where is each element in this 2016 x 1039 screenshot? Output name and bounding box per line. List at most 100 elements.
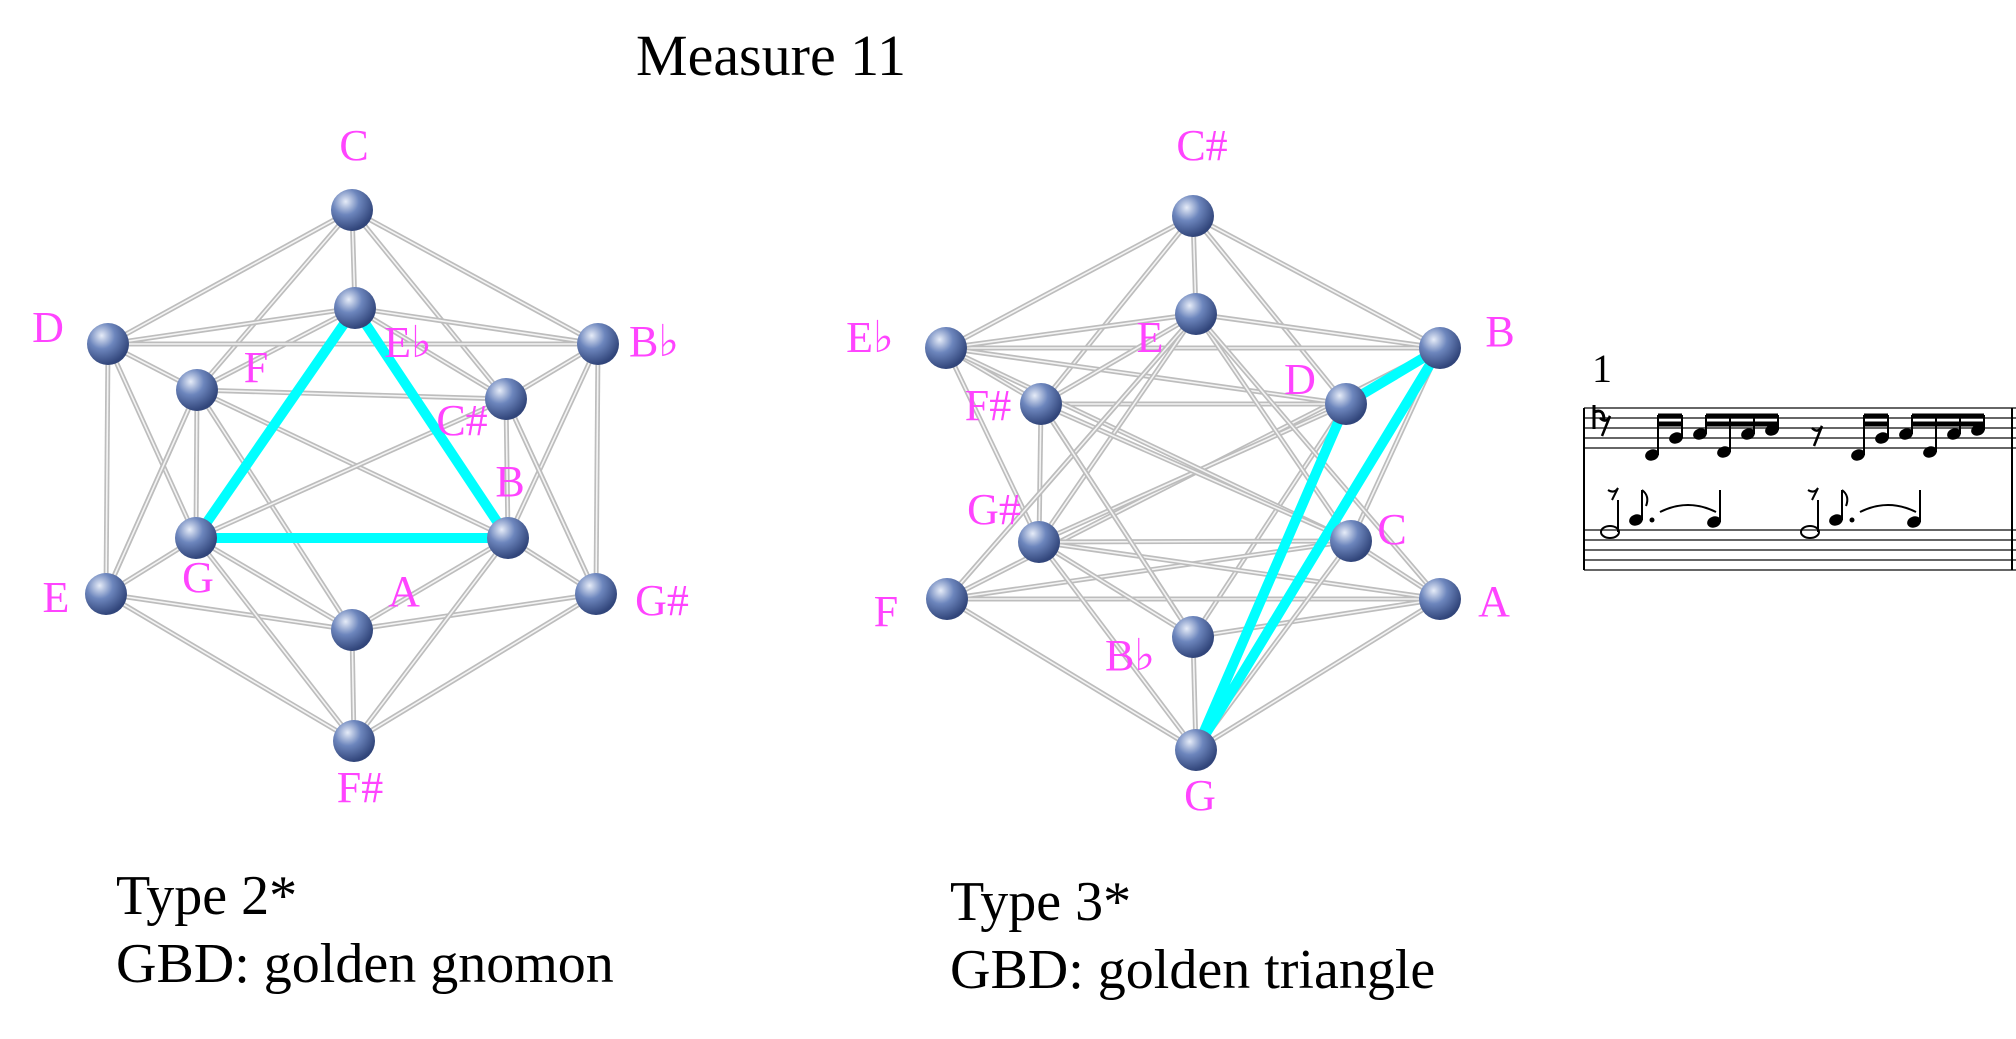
edge-core: [354, 307, 599, 345]
vertex-node: [1020, 383, 1062, 425]
edge-core: [507, 343, 599, 539]
edge-core: [1038, 403, 1042, 543]
edge-core: [946, 598, 1197, 751]
edge-core: [105, 343, 109, 595]
edge-core: [1038, 541, 1197, 751]
vertex-label: E: [1137, 313, 1164, 362]
edge-core: [107, 209, 353, 345]
caption-gbd: GBD: golden triangle: [950, 939, 1436, 1001]
note-head: [1947, 428, 1961, 440]
vertex-label: F#: [337, 763, 383, 812]
note-head: [1741, 428, 1755, 440]
sixteenth-rest: [1807, 487, 1819, 501]
edge-core: [195, 537, 355, 742]
eighth-rest: [1599, 415, 1612, 437]
vertices: [925, 195, 1461, 771]
edge-core: [505, 398, 597, 595]
edge-core: [195, 537, 353, 631]
vertex-label: F: [874, 587, 898, 636]
edge-core: [195, 398, 507, 539]
eighth-rest: [1811, 425, 1824, 447]
vertex-node: [487, 517, 529, 559]
edge-core: [351, 209, 507, 400]
note-head: [1669, 432, 1683, 444]
edge-core: [1040, 313, 1197, 405]
edge-core: [105, 593, 353, 631]
vertex-label: A: [388, 567, 420, 616]
edge-core: [105, 389, 198, 595]
edges: [943, 213, 1443, 753]
vertex-label: B: [1485, 307, 1514, 356]
vertex-node: [333, 720, 375, 762]
vertex-node: [1325, 383, 1367, 425]
edge-core: [1038, 313, 1197, 543]
edge-core: [107, 307, 356, 345]
vertex-label: E: [43, 573, 70, 622]
edge-core: [1192, 215, 1347, 405]
half-note: [1800, 525, 1820, 539]
vertex-node: [175, 517, 217, 559]
note-head: [1923, 446, 1937, 458]
edge-core: [107, 343, 197, 539]
vertex-node: [1175, 729, 1217, 771]
vertices: [85, 189, 619, 762]
edge-core: [945, 215, 1194, 349]
caption-type-2: Type 2* GBD: golden gnomon: [116, 862, 614, 998]
vertex-label: F: [244, 343, 268, 392]
edge-core: [351, 209, 599, 345]
note-head: [1899, 428, 1913, 440]
edge-core: [353, 593, 597, 742]
vertex-label: D: [1284, 355, 1316, 404]
edge-core: [505, 398, 509, 539]
vertex-label: C#: [1176, 121, 1227, 170]
vertex-label: B♭: [1105, 631, 1155, 680]
edge-core: [1038, 540, 1352, 543]
note-head: [1829, 514, 1843, 526]
note-head: [1645, 449, 1659, 461]
edge-core: [1195, 313, 1352, 542]
vertex-node: [577, 323, 619, 365]
note-head: [1851, 449, 1865, 461]
vertex-label: C: [339, 121, 368, 170]
vertex-node: [85, 573, 127, 615]
vertex-node: [1018, 521, 1060, 563]
vertex-node: [926, 578, 968, 620]
highlight-triangle: [191, 303, 513, 543]
note-head: [1717, 446, 1731, 458]
vertex-node: [1330, 520, 1372, 562]
measure-number: 1: [1592, 346, 1612, 391]
dot: [1649, 517, 1655, 523]
edge-core: [196, 389, 509, 539]
vertex-node: [87, 323, 129, 365]
vertex-label: G#: [635, 576, 689, 625]
vertex-label: F#: [965, 381, 1011, 430]
vertex-node: [176, 369, 218, 411]
edge-core: [196, 209, 353, 391]
vertex-label: B: [495, 457, 524, 506]
edge-core: [945, 313, 1197, 349]
caption-type: Type 3*: [950, 871, 1132, 933]
half-note: [1600, 525, 1620, 539]
vertex-node: [331, 609, 373, 651]
score-notes: [1592, 405, 1985, 539]
vertex-label: C: [1377, 505, 1406, 554]
edge-core: [1040, 403, 1194, 638]
edge-core: [1038, 541, 1194, 638]
dot: [1849, 517, 1855, 523]
vertex-node: [1419, 578, 1461, 620]
vertex-node: [485, 378, 527, 420]
edge-core: [1040, 215, 1194, 405]
note-head: [1875, 432, 1889, 444]
edge-core: [195, 389, 198, 539]
vertex-label: G: [1184, 771, 1216, 820]
vertex-node: [1172, 195, 1214, 237]
note-flag: [1641, 489, 1649, 507]
edge-core: [353, 537, 509, 742]
vertex-label: G#: [967, 485, 1021, 534]
vertex-label: A: [1478, 577, 1510, 626]
edge-core: [196, 389, 507, 400]
